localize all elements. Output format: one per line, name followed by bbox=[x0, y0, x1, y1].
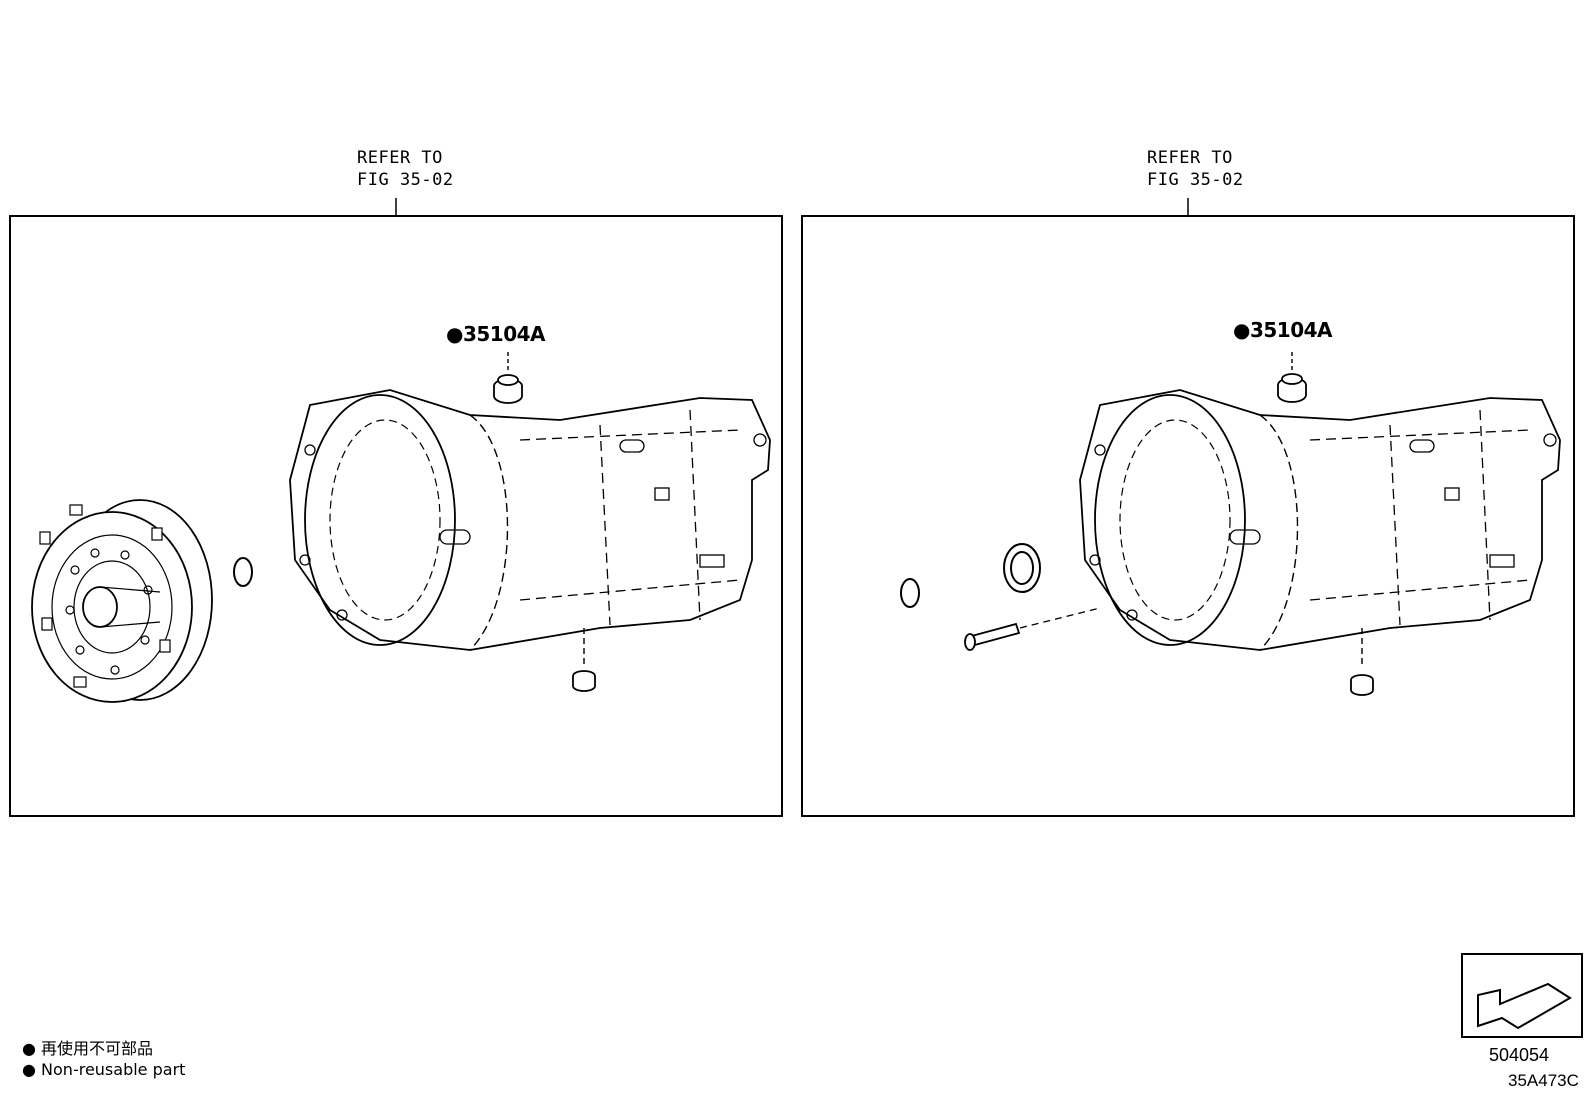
left-refer-line2: FIG 35-02 bbox=[357, 170, 454, 190]
right-bolt bbox=[964, 607, 1101, 651]
legend-japanese: ● 再使用不可部品 bbox=[22, 1039, 154, 1058]
right-refer-line2: FIG 35-02 bbox=[1147, 170, 1244, 190]
legend-english: ● Non-reusable part bbox=[22, 1060, 186, 1079]
left-torque-converter bbox=[31, 499, 213, 703]
right-plug-top bbox=[1277, 352, 1307, 403]
left-plug-bottom bbox=[572, 628, 596, 692]
left-part-number: ●35104A bbox=[446, 322, 546, 346]
right-o-ring bbox=[900, 578, 920, 608]
right-refer-line1: REFER TO bbox=[1147, 148, 1233, 168]
left-transmission-case bbox=[289, 389, 771, 651]
left-plug-top bbox=[493, 352, 523, 404]
right-transmission-case bbox=[1079, 389, 1561, 651]
left-refer-line1: REFER TO bbox=[357, 148, 443, 168]
right-plug-bottom bbox=[1350, 628, 1374, 696]
front-arrow-icon bbox=[1477, 982, 1572, 1030]
orientation-box bbox=[1461, 953, 1583, 1038]
illustration-code: 35A473C bbox=[1508, 1071, 1579, 1090]
right-oil-seal bbox=[1003, 543, 1041, 593]
right-part-number: ●35104A bbox=[1233, 318, 1333, 342]
left-o-ring bbox=[233, 557, 253, 587]
catalog-number: 504054 bbox=[1489, 1045, 1550, 1065]
